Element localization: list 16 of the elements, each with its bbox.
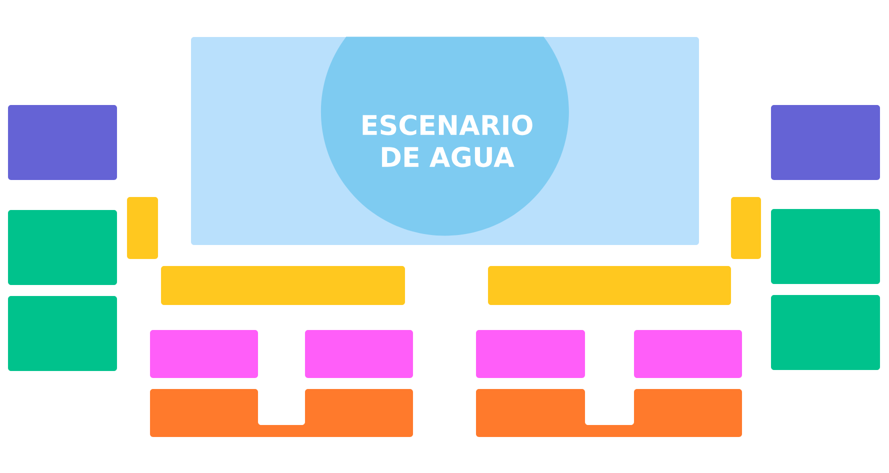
seat-block [8,296,117,371]
seat-block [150,389,413,437]
seat-block [771,209,880,284]
seat-block [476,330,585,378]
seat-block [731,197,761,259]
seat-block [634,330,742,378]
seat-block [771,295,880,370]
seat-block [127,197,158,259]
seat-block [305,330,413,378]
seat-block [150,330,258,378]
seat-block [8,105,117,180]
seat-block [488,266,731,305]
seat-block [476,389,742,437]
seat-block [771,105,880,180]
seat-block [161,266,405,305]
seat-block [8,210,117,285]
